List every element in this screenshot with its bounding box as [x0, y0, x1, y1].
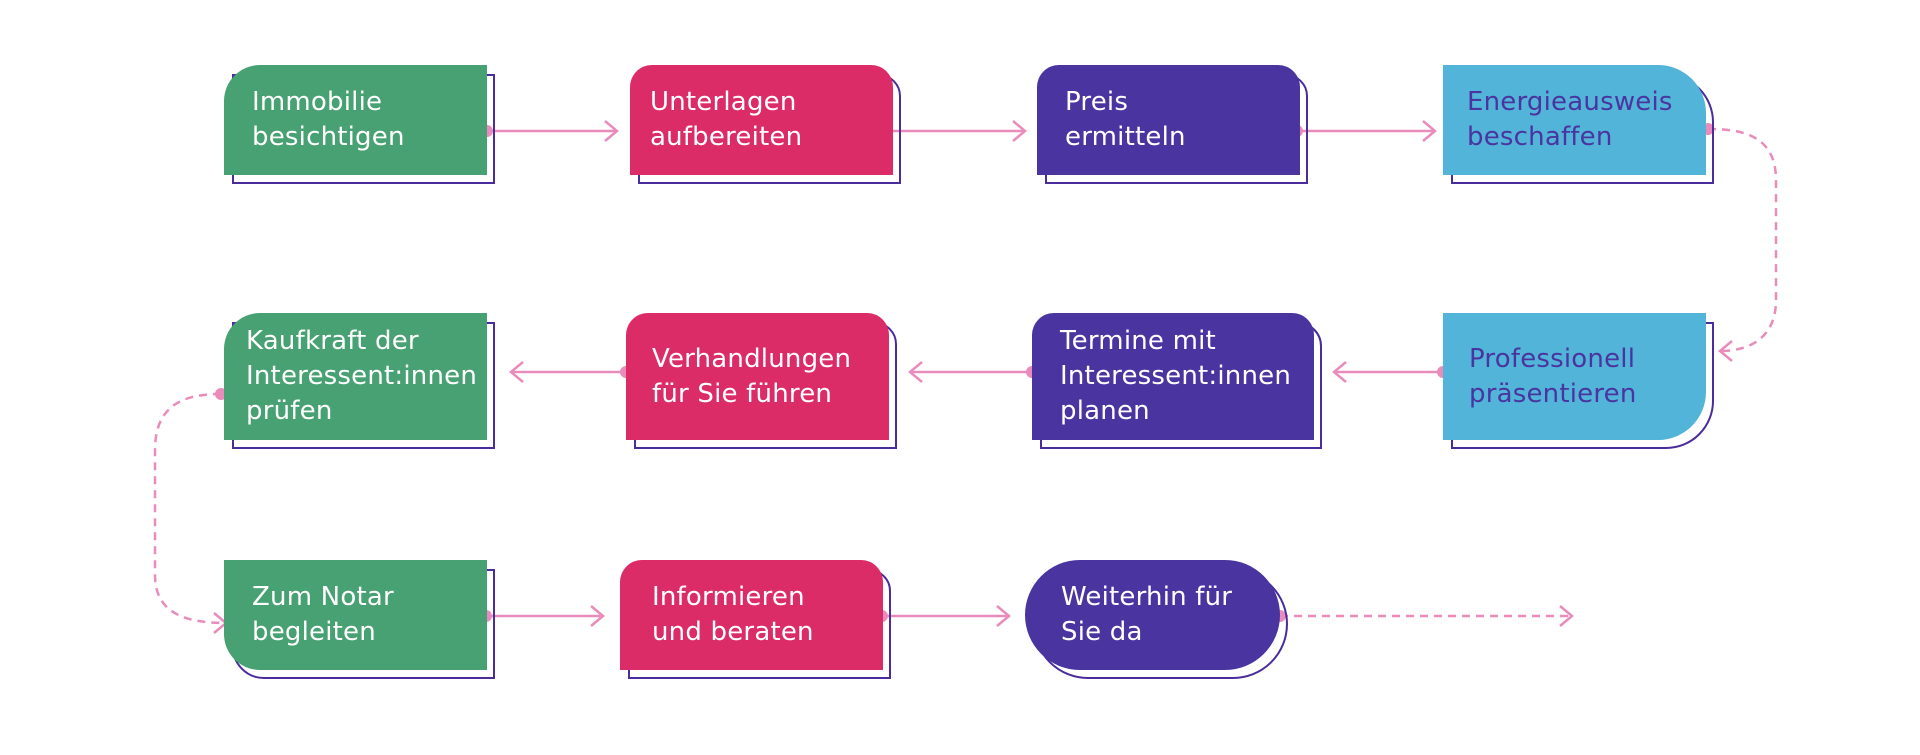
connector-1-2 [481, 120, 619, 142]
connector-8-9 [153, 388, 228, 634]
step-kaufkraft-pruefen: Kaufkraft der Interessent:innen prüfen [224, 313, 495, 449]
step-label: Informieren und beraten [652, 582, 814, 647]
step-label: Weiterhin für Sie da [1061, 582, 1233, 647]
step-weiterhin-da: Weiterhin für Sie da [1025, 560, 1288, 679]
step-immobilie-besichtigen: Immobilie besichtigen [224, 65, 495, 184]
step-unterlagen-aufbereiten: Unterlagen aufbereiten [630, 65, 901, 184]
step-termine-planen: Termine mit Interessent:innen planen [1032, 313, 1322, 449]
step-label: Verhandlungen für Sie führen [652, 343, 852, 409]
step-label: Termine mit Interessent:innen planen [1060, 326, 1292, 426]
connector-7-8 [509, 361, 632, 383]
step-label: Unterlagen aufbereiten [650, 87, 803, 152]
step-label: Kaufkraft der Interessent:innen prüfen [246, 326, 478, 426]
connector-11-end [1274, 605, 1574, 627]
step-verhandlungen-fuehren: Verhandlungen für Sie führen [626, 313, 897, 449]
step-label: Zum Notar begleiten [252, 582, 394, 647]
connector-9-10 [480, 605, 605, 627]
step-label: Energieausweis beschaffen [1467, 87, 1673, 152]
step-label: Professionell präsentieren [1469, 343, 1637, 409]
step-energieausweis-beschaffen: Energieausweis beschaffen [1443, 65, 1714, 184]
connector-6-7 [908, 361, 1038, 383]
step-zum-notar-begleiten: Zum Notar begleiten [224, 560, 495, 679]
connector-5-6 [1332, 361, 1449, 383]
step-preis-ermitteln: Preis ermitteln [1037, 65, 1308, 184]
connector-10-11 [876, 605, 1011, 627]
step-label: Preis ermitteln [1065, 87, 1186, 152]
connector-3-4 [1291, 120, 1437, 142]
step-label: Immobilie besichtigen [252, 87, 405, 152]
step-informieren-beraten: Informieren und beraten [620, 560, 891, 679]
step-professionell-praesentieren: Professionell präsentieren [1443, 313, 1714, 449]
